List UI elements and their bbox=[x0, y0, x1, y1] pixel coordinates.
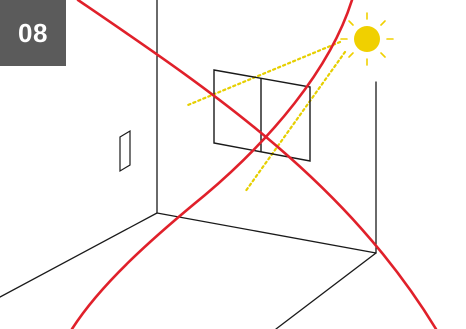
sun-icon bbox=[341, 13, 393, 65]
sight-curves bbox=[72, 0, 436, 329]
floor-left-edge bbox=[0, 213, 157, 297]
outlet-icon bbox=[120, 131, 130, 171]
sight-curve-right bbox=[72, 0, 352, 329]
back-wall-floor-line bbox=[157, 213, 376, 253]
sight-curve-left bbox=[78, 0, 436, 329]
window-frame bbox=[214, 70, 310, 161]
floor-right-edge bbox=[276, 253, 376, 329]
step-number: 08 bbox=[18, 18, 48, 49]
window-icon bbox=[214, 70, 310, 161]
light-ray-lower bbox=[245, 52, 345, 192]
step-number-badge: 08 bbox=[0, 0, 66, 66]
